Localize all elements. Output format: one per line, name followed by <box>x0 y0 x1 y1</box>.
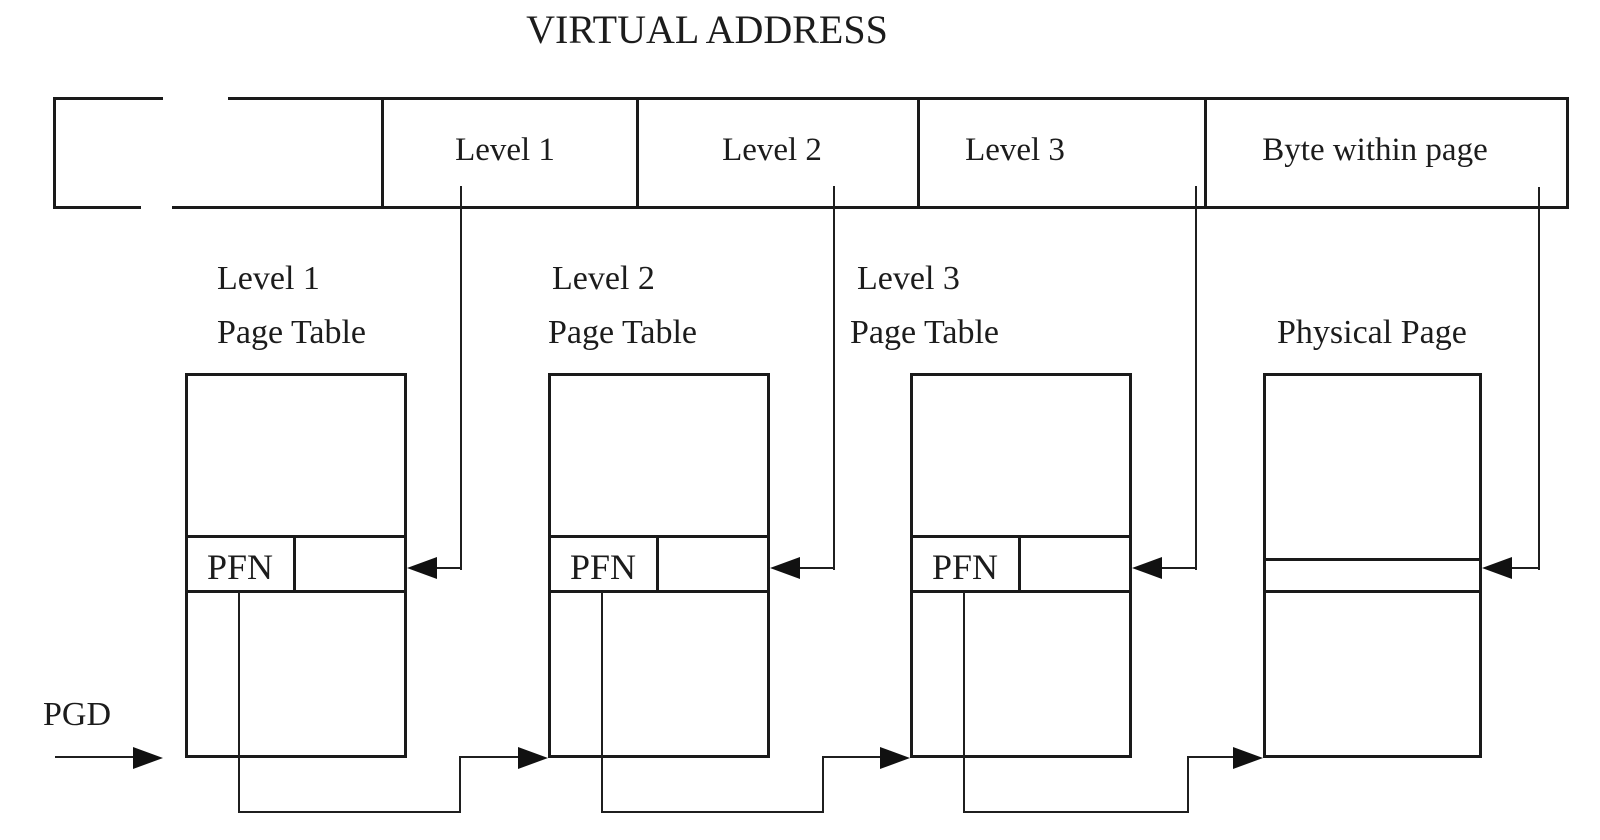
page-table-2-title-line2: Page Table <box>548 314 697 351</box>
byte-pointer-line-vertical <box>1538 187 1540 570</box>
address-bar-bottom-edge-left <box>53 206 141 209</box>
connector-1-up-line <box>459 757 461 813</box>
address-field-level3: Level 3 <box>965 132 1065 168</box>
page-table-2-pfn-label: PFN <box>570 547 637 587</box>
connector-2-entry-line <box>822 756 882 758</box>
physical-page-box <box>1263 373 1482 758</box>
pgd-label: PGD <box>43 696 112 733</box>
level1-pointer-line-horizontal <box>427 567 462 569</box>
address-bar-top-edge-left <box>53 97 163 100</box>
physical-page-title: Physical Page <box>1277 314 1467 351</box>
page-table-2-pfn-row-bottom <box>548 590 770 593</box>
level3-arrowhead-left-icon <box>1132 557 1162 579</box>
level2-arrowhead-left-icon <box>770 557 800 579</box>
level1-pointer-line-vertical <box>460 186 462 570</box>
byte-arrowhead-left-icon <box>1482 557 1512 579</box>
page-table-1-title-line2: Page Table <box>217 314 366 351</box>
page-table-2-pfn-row-top <box>548 535 770 538</box>
address-field-level2: Level 2 <box>722 132 822 168</box>
level3-pointer-line-horizontal <box>1152 567 1197 569</box>
diagram-title: VIRTUAL ADDRESS <box>526 7 888 52</box>
level2-pointer-line-vertical <box>833 186 835 570</box>
address-bar-left-edge <box>53 97 56 209</box>
address-bar-divider-2 <box>636 97 639 209</box>
connector-3-down-line <box>963 592 965 813</box>
page-table-2-title-line1: Level 2 <box>552 260 655 297</box>
connector-3-arrowhead-right-icon <box>1233 747 1263 769</box>
page-table-2-pfn-cell-divider <box>656 535 659 593</box>
page-table-1-box <box>185 373 407 758</box>
connector-3-bottom-line <box>963 811 1189 813</box>
page-table-1-pfn-cell-divider <box>293 535 296 593</box>
connector-2-bottom-line <box>601 811 824 813</box>
physical-page-byte-row-bottom <box>1263 590 1482 593</box>
connector-1-down-line <box>238 592 240 813</box>
address-field-byte-within-page: Byte within page <box>1262 132 1488 168</box>
page-table-3-box <box>910 373 1132 758</box>
connector-1-arrowhead-right-icon <box>518 747 548 769</box>
address-field-level1: Level 1 <box>455 132 555 168</box>
connector-2-arrowhead-right-icon <box>880 747 910 769</box>
connector-2-up-line <box>822 757 824 813</box>
level1-arrowhead-left-icon <box>407 557 437 579</box>
address-bar-top-edge-right <box>228 97 1569 100</box>
connector-3-up-line <box>1187 757 1189 813</box>
level3-pointer-line-vertical <box>1195 186 1197 570</box>
address-bar-right-edge <box>1566 97 1569 209</box>
page-table-1-pfn-row-bottom <box>185 590 407 593</box>
connector-3-entry-line <box>1187 756 1235 758</box>
page-table-2-box <box>548 373 770 758</box>
page-table-1-pfn-label: PFN <box>207 547 274 587</box>
address-bar-divider-4 <box>1204 97 1207 209</box>
address-bar-divider-3 <box>917 97 920 209</box>
connector-1-entry-line <box>459 756 522 758</box>
address-bar-divider-1 <box>381 97 384 209</box>
page-table-1-title-line1: Level 1 <box>217 260 320 297</box>
page-table-3-pfn-label: PFN <box>932 547 999 587</box>
pgd-arrow-line <box>55 756 135 758</box>
pgd-arrowhead-right-icon <box>133 747 163 769</box>
page-table-3-pfn-row-bottom <box>910 590 1132 593</box>
page-table-3-title-line2: Page Table <box>850 314 999 351</box>
address-bar-bottom-edge-right <box>172 206 1569 209</box>
page-table-3-pfn-cell-divider <box>1018 535 1021 593</box>
page-table-1-pfn-row-top <box>185 535 407 538</box>
connector-1-bottom-line <box>238 811 461 813</box>
physical-page-byte-row-top <box>1263 558 1482 561</box>
connector-2-down-line <box>601 592 603 813</box>
page-table-3-pfn-row-top <box>910 535 1132 538</box>
byte-pointer-line-horizontal <box>1502 567 1540 569</box>
page-table-3-title-line1: Level 3 <box>857 260 960 297</box>
level2-pointer-line-horizontal <box>790 567 835 569</box>
